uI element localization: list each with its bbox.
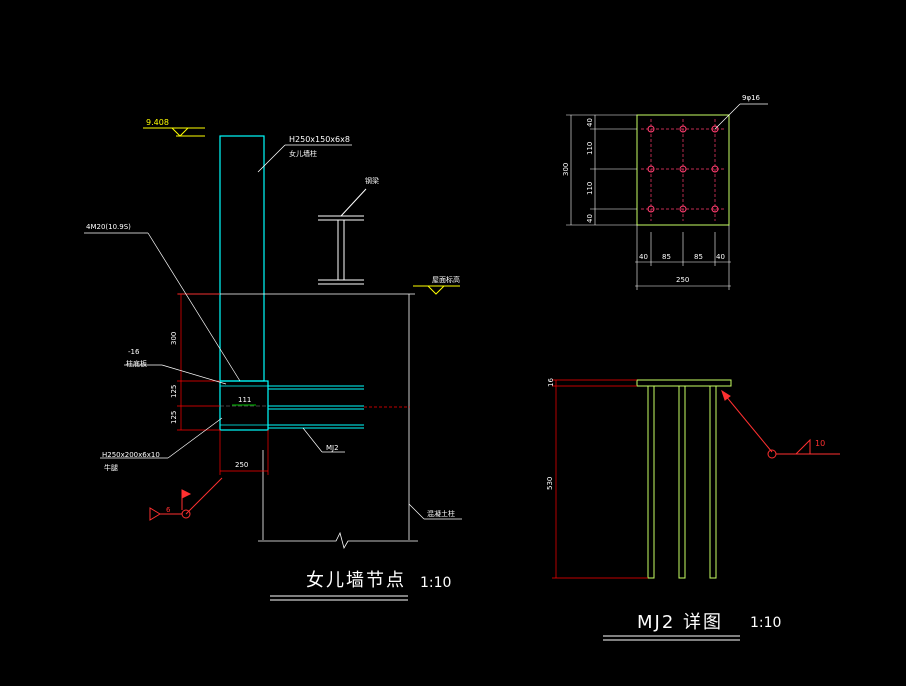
parapet-node-detail: 9.408 H250x150x6x8 女儿墙柱 钢梁 屋面标高	[84, 118, 462, 601]
dim-125b: 125	[170, 411, 178, 424]
elevation-marker	[143, 127, 205, 137]
plan-dim-300: 300	[562, 163, 570, 176]
dim-111: 111	[238, 396, 251, 404]
dim-250: 250	[235, 461, 248, 469]
plan-dim-b2: 85	[662, 253, 671, 261]
steel-beam-section	[318, 188, 367, 285]
elev-title: MJ2 详图	[637, 612, 723, 633]
plan-dim-b4: 40	[716, 253, 725, 261]
plan-dim-b1: 40	[639, 253, 648, 261]
base-plate	[219, 380, 269, 431]
break-line	[258, 531, 418, 550]
elev-dim-16: 16	[547, 378, 555, 387]
beam-label: 钢梁	[365, 176, 379, 185]
elev-weld-symbol	[721, 389, 840, 459]
weld-symbol	[149, 477, 223, 521]
anchor-plan-view: 9φ16 300 40 110 110 40 40 85 85 40	[562, 94, 768, 290]
plan-dim-b3: 85	[694, 253, 703, 261]
dim-300: 300	[170, 332, 178, 345]
plan-dim-l4: 40	[586, 214, 594, 223]
mj2-rod-1	[647, 385, 655, 579]
bracket-note: 牛腿	[104, 463, 118, 472]
plan-plate	[636, 114, 730, 226]
plan-dim-l3: 110	[586, 182, 594, 195]
bracket-label: H250x200x6x10	[102, 451, 160, 459]
weld-num: 6	[166, 506, 171, 514]
mj2-elevation: 16 530 10 MJ2 详图 1:10	[546, 378, 840, 641]
mj2-plate	[636, 379, 732, 387]
column-note: 女儿墙柱	[289, 149, 317, 158]
mj2-rod-3	[709, 385, 717, 579]
plan-dim-total: 250	[676, 276, 689, 284]
plan-dim-l1: 40	[586, 118, 594, 127]
parapet-column	[219, 135, 265, 382]
column-label: H250x150x6x8	[289, 135, 350, 144]
plan-dim-l2: 110	[586, 142, 594, 155]
left-title: 女儿墙节点	[306, 570, 406, 591]
elev-dim-530: 530	[546, 477, 554, 490]
bolt-label: 4M20(10.9S)	[86, 223, 131, 231]
mj2-rod-2	[678, 385, 686, 579]
left-scale: 1:10	[420, 575, 451, 591]
plan-label: 9φ16	[742, 94, 761, 102]
roof-elev-marker	[413, 285, 460, 295]
elev-weld-num: 10	[815, 439, 825, 448]
plate-note: 柱底板	[126, 359, 147, 368]
elevation-label: 9.408	[146, 118, 169, 127]
plate-label: -16	[128, 348, 140, 356]
dim-125a: 125	[170, 385, 178, 398]
concrete-note: 混凝土柱	[427, 509, 455, 518]
roof-label: 屋面标高	[432, 275, 460, 284]
mj2-label: MJ2	[326, 444, 339, 452]
elev-scale: 1:10	[750, 615, 781, 631]
anchor-holes	[647, 125, 719, 213]
